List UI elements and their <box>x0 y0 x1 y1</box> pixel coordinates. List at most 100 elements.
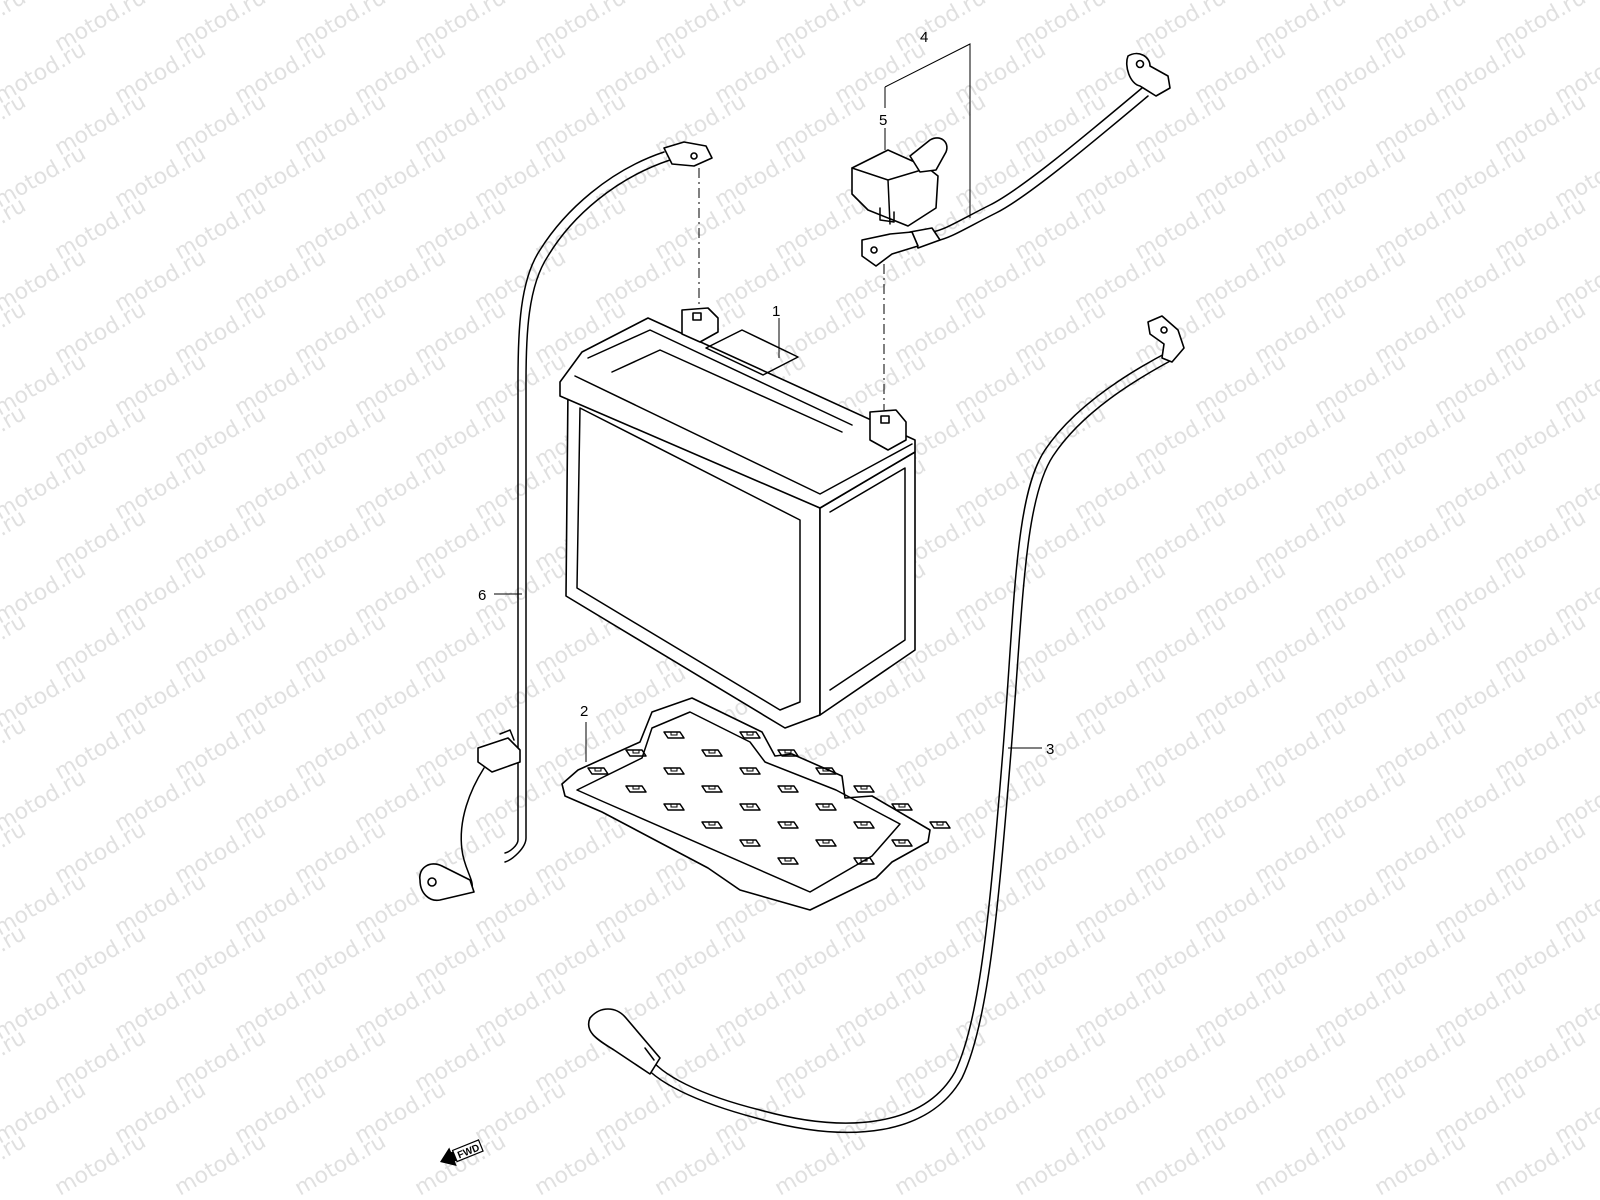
tray-rim <box>576 711 901 893</box>
tray-slots <box>587 731 951 865</box>
battery-lid-edge <box>574 375 913 495</box>
watermark-text: motod.ru <box>1011 1129 1111 1200</box>
battery-terminal-negative <box>681 307 719 343</box>
negative-cable-boot <box>587 1008 661 1075</box>
tray-slot <box>663 731 685 739</box>
battery-terminal-positive <box>869 409 907 451</box>
battery-top-ridge <box>587 329 853 433</box>
watermark-text: motod.ru <box>891 1129 991 1200</box>
tray-slot <box>853 785 875 793</box>
tray-slot <box>625 785 647 793</box>
tray-slot <box>587 767 609 775</box>
tray-slot-tab <box>708 786 716 790</box>
tray-slot <box>777 857 799 865</box>
terminal-cover-slot <box>879 207 895 223</box>
battery-vent <box>705 329 799 376</box>
watermark-text: motod.ru <box>1131 1129 1231 1200</box>
watermark-text: motod.ru <box>1491 1129 1591 1200</box>
ground-lead-wire-a <box>504 151 665 854</box>
ground-lead-wire-b <box>504 159 671 863</box>
watermark-text: motod.ru <box>411 1129 511 1200</box>
tray-slot <box>739 803 761 811</box>
tray-slot-tab <box>898 840 906 844</box>
tray-slot <box>739 767 761 775</box>
tray-slot-tab <box>670 768 678 772</box>
callout-battery-tray: 2 <box>580 703 588 720</box>
lower-terminal-hole <box>870 246 878 254</box>
tray-slot-tab <box>746 804 754 808</box>
callout-ground-lead: 6 <box>478 587 486 604</box>
ground-lead-pigtail <box>460 767 485 889</box>
upper-terminal-hole <box>1135 59 1145 69</box>
terminal-cover-body <box>851 149 939 227</box>
terminal-positive-hole <box>880 415 890 424</box>
watermark-text: motod.ru <box>171 1129 271 1200</box>
assembly-lines <box>698 168 885 410</box>
tray-slot-tab <box>632 750 640 754</box>
ground-lead-connector <box>477 737 521 773</box>
tray-slot-tab <box>746 768 754 772</box>
tray-slot-tab <box>822 768 830 772</box>
negative-cable-terminal <box>1147 315 1185 363</box>
tray-slot <box>929 821 951 829</box>
callout-battery: 1 <box>772 303 780 320</box>
tray-slot <box>815 839 837 847</box>
tray-slot-tab <box>708 822 716 826</box>
tray-slot-tab <box>860 858 868 862</box>
ground-lead-ring-terminal <box>419 863 475 902</box>
tray-slot-tab <box>784 858 792 862</box>
watermark-text: motod.ru <box>0 1025 30 1097</box>
negative-cable-wire-a <box>647 351 1169 1124</box>
leader-lines <box>494 43 1042 762</box>
ground-lead <box>419 141 713 902</box>
battery <box>559 307 916 729</box>
battery-side-panel <box>829 467 906 691</box>
tray-slot <box>739 731 761 739</box>
watermark-text: motod.ru <box>1251 1129 1351 1200</box>
tray-slot <box>701 785 723 793</box>
watermark-text: motod.ru <box>0 921 30 993</box>
tray-slot <box>853 821 875 829</box>
tray-slot-tab <box>860 822 868 826</box>
tray-slot-tab <box>860 786 868 790</box>
callout-positive-cable-assembly: 4 <box>920 29 928 46</box>
tray-slot-tab <box>898 804 906 808</box>
battery-front-panel <box>576 407 801 711</box>
watermark-text: motod.ru <box>531 1129 631 1200</box>
tray-slot-tab <box>632 786 640 790</box>
ground-lead-connector-latch <box>499 729 515 741</box>
negative-terminal-hole <box>1160 326 1168 334</box>
watermark-text: motod.ru <box>0 713 30 785</box>
tray-slot-tab <box>746 732 754 736</box>
tray-slot <box>777 785 799 793</box>
callout-numbers: 1 2 3 4 5 6 <box>478 29 1054 758</box>
terminal-cover-top <box>851 167 929 225</box>
tray-slot <box>663 803 685 811</box>
watermark-text: motod.ru <box>51 1129 151 1200</box>
tray-slot-tab <box>670 732 678 736</box>
tray-slot-tab <box>784 786 792 790</box>
watermark-text: motod.ru <box>0 401 30 473</box>
leader-4 <box>884 43 971 218</box>
positive-cable-wire-b <box>935 95 1149 242</box>
tray-slot <box>815 767 837 775</box>
tray-slot-tab <box>670 804 678 808</box>
callout-terminal-cover: 5 <box>879 112 887 129</box>
tray-slot <box>701 749 723 757</box>
tray-slot <box>853 857 875 865</box>
negative-cable-wire-b <box>639 359 1173 1133</box>
negative-cable <box>587 315 1185 1133</box>
tray-slot <box>701 821 723 829</box>
positive-cable-assembly <box>861 52 1171 267</box>
tray-slot-tab <box>594 768 602 772</box>
battery-lid <box>559 317 916 509</box>
tray-slot <box>663 767 685 775</box>
callout-negative-cable: 3 <box>1046 741 1054 758</box>
tray-slot <box>777 749 799 757</box>
watermark-text: motod.ru <box>0 1129 30 1200</box>
watermark-text: motod.ru <box>0 193 30 265</box>
tray-slot-tab <box>708 750 716 754</box>
watermark-text: motod.ru <box>1371 1129 1471 1200</box>
tray-slot-tab <box>746 840 754 844</box>
